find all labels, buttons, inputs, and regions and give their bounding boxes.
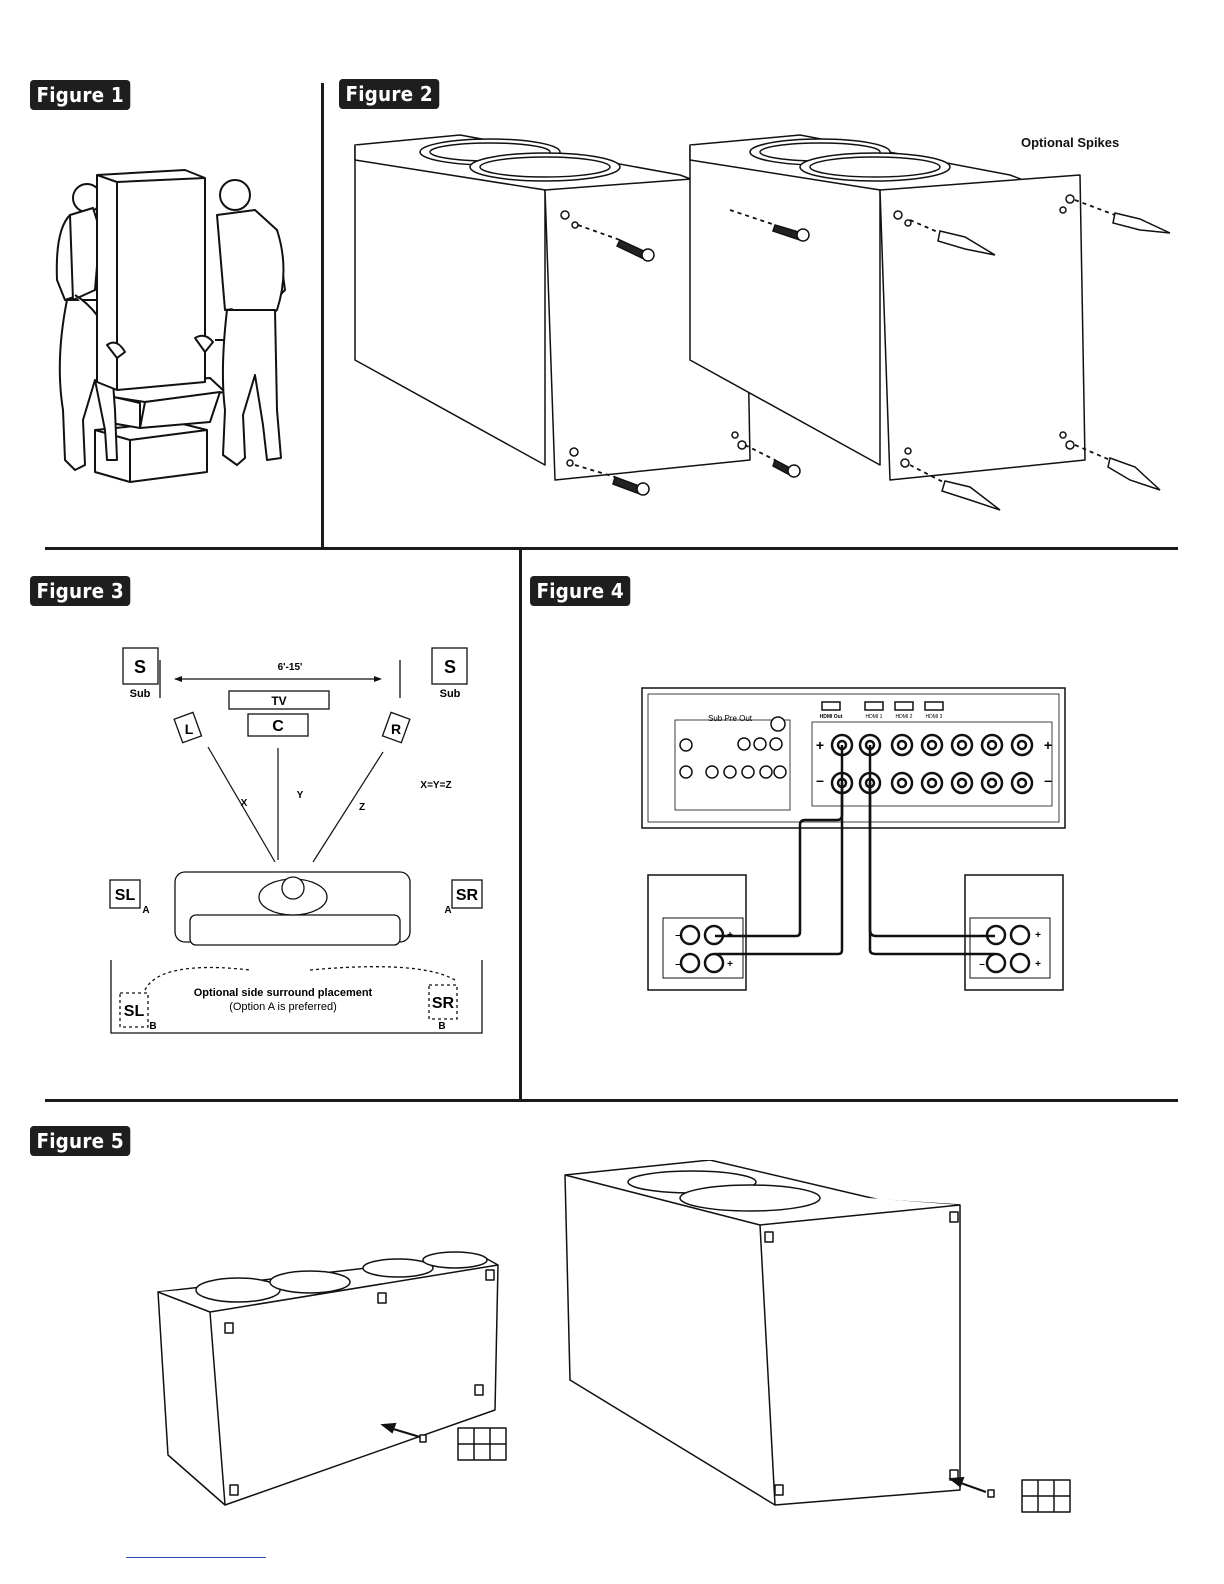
rca-jack	[760, 766, 772, 778]
polarity-label: +	[816, 737, 824, 753]
rca-jack	[754, 738, 766, 750]
binding-post-center	[958, 779, 966, 787]
rca-jack	[774, 766, 786, 778]
figure-1-illustration	[45, 160, 305, 490]
polarity-label: +	[727, 959, 733, 970]
rca-jack	[742, 766, 754, 778]
sr-a-option: A	[444, 905, 451, 916]
polarity-label: –	[675, 959, 681, 970]
sub-left-label: Sub	[130, 688, 151, 700]
sr-b-label: SR	[432, 995, 455, 1012]
rca-jack	[680, 739, 692, 751]
sub-right-label: Sub	[440, 688, 461, 700]
note-subtitle: (Option A is preferred)	[229, 1001, 337, 1013]
divider-row1	[45, 547, 1178, 550]
sr-a-label: SR	[456, 887, 479, 904]
hdmi-out-port	[822, 702, 840, 710]
speaker-terminal	[1011, 926, 1029, 944]
x-label: X	[241, 798, 248, 809]
bottom-rule	[126, 1557, 266, 1558]
hdmi-1-port	[865, 702, 883, 710]
speaker-terminal	[705, 954, 723, 972]
binding-post-center	[898, 779, 906, 787]
polarity-label: –	[979, 959, 985, 970]
hdmi-3-label: HDMI 3	[926, 714, 943, 720]
binding-post-center	[958, 741, 966, 749]
hdmi-2-label: HDMI 2	[896, 714, 913, 720]
polarity-label: +	[1035, 959, 1041, 970]
binding-post-center	[928, 779, 936, 787]
hdmi-out-label: HDMI Out	[820, 714, 843, 720]
rca-jack	[724, 766, 736, 778]
divider-fig3-fig4	[519, 549, 522, 1101]
polarity-label: –	[979, 930, 985, 941]
polarity-label: –	[816, 772, 824, 788]
rca-jack	[680, 766, 692, 778]
sr-b-option: B	[438, 1021, 445, 1032]
figure-5-illustration	[150, 1160, 1090, 1540]
divider-fig1-fig2	[321, 83, 324, 549]
distance-label: 6'-15'	[278, 662, 303, 673]
hdmi-3-port	[925, 702, 943, 710]
figure-3-badge: Figure 3	[30, 576, 130, 606]
speaker-terminal	[1011, 954, 1029, 972]
hdmi-1-label: HDMI 1	[866, 714, 883, 720]
left-label: L	[185, 721, 194, 737]
divider-row2	[45, 1099, 1178, 1102]
sub-pre-out-label: Sub Pre Out	[708, 714, 753, 723]
binding-post-center	[1018, 741, 1026, 749]
sub-pre-out-jack	[771, 717, 785, 731]
sub-left-letter: S	[134, 657, 146, 677]
sl-a-label: SL	[115, 887, 136, 904]
polarity-label: +	[1035, 930, 1041, 941]
speaker-terminal	[681, 926, 699, 944]
polarity-label: –	[1044, 772, 1052, 788]
figure-2-badge: Figure 2	[339, 79, 439, 109]
sl-b-label: SL	[124, 1003, 145, 1020]
figure-2-illustration	[330, 115, 1190, 535]
speaker-terminal	[681, 954, 699, 972]
equation-label: X=Y=Z	[420, 780, 451, 791]
tv-label: TV	[271, 694, 286, 708]
figure-3-diagram: S S Sub Sub 6'-15' TV C L R X Y Z X=Y=Z …	[100, 640, 500, 1040]
hdmi-2-port	[895, 702, 913, 710]
sl-a-option: A	[142, 905, 149, 916]
right-label: R	[391, 721, 401, 737]
rca-jack	[706, 766, 718, 778]
polarity-label: +	[727, 930, 733, 941]
polarity-label: –	[675, 930, 681, 941]
binding-post-center	[988, 779, 996, 787]
y-label: Y	[297, 790, 304, 801]
figure-4-badge: Figure 4	[530, 576, 630, 606]
binding-post-center	[928, 741, 936, 749]
binding-post-center	[898, 741, 906, 749]
figure-1-badge: Figure 1	[30, 80, 130, 110]
figure-4-diagram: Sub Pre Out HDMI Out HDMI 1 HDMI 2 HDMI …	[630, 680, 1080, 1000]
speaker-terminal	[987, 954, 1005, 972]
note-title: Optional side surround placement	[194, 987, 373, 999]
binding-post-center	[988, 741, 996, 749]
rca-jack	[770, 738, 782, 750]
rca-jack	[738, 738, 750, 750]
binding-post-center	[1018, 779, 1026, 787]
polarity-label: +	[1044, 737, 1052, 753]
center-label: C	[272, 718, 284, 735]
sub-right-letter: S	[444, 657, 456, 677]
z-label: Z	[359, 802, 365, 813]
sl-b-option: B	[149, 1021, 156, 1032]
figure-5-badge: Figure 5	[30, 1126, 130, 1156]
